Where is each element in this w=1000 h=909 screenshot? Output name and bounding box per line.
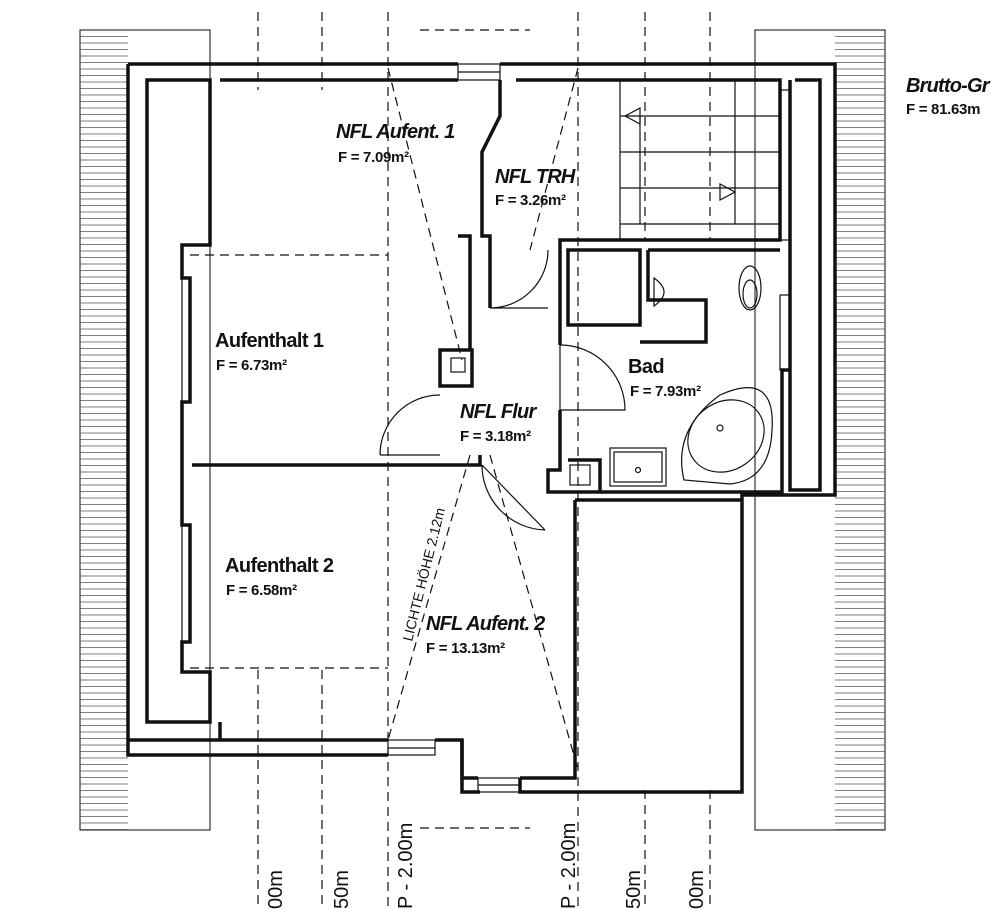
room-area: F = 3.26m² (495, 192, 566, 209)
room-area: F = 13.13m² (426, 640, 505, 657)
room-area: F = 6.58m² (226, 582, 297, 599)
dimension-label: P - 2.00m (395, 823, 417, 909)
room-aufenthalt-1: Aufenthalt 1 F = 6.73m² (215, 330, 324, 374)
dimension-label: 50m (331, 870, 353, 909)
dimension-grid-lines (190, 12, 711, 909)
dimension-label: 00m (265, 870, 287, 909)
summary-area: F = 81.63m (906, 101, 980, 118)
room-nfl-flur: NFL Flur F = 3.18m² (460, 401, 538, 445)
staircase (619, 79, 781, 241)
dimension-label: P - 2.00m (558, 823, 580, 909)
room-name: NFL Aufent. 2 (426, 613, 545, 635)
gross-area-summary: Brutto-Gr F = 81.63m (906, 75, 992, 118)
dimension-label: 50m (623, 870, 645, 909)
summary-title: Brutto-Gr (906, 75, 991, 97)
dimension-labels: 00m 50m P - 2.00m P - 2.00m 50m 00m (265, 823, 708, 909)
room-area: F = 6.73m² (216, 357, 287, 374)
room-bad: Bad F = 7.93m² (628, 356, 701, 400)
room-area: F = 7.93m² (630, 383, 701, 400)
room-name: NFL Aufent. 1 (336, 121, 455, 143)
room-nfl-trh: NFL TRH F = 3.26m² (495, 166, 577, 209)
room-nfl-aufent-1: NFL Aufent. 1 F = 7.09m² (336, 121, 456, 166)
room-name: NFL TRH (495, 166, 576, 188)
room-name: Bad (628, 356, 664, 378)
doors (379, 249, 626, 531)
bathroom-fixtures (609, 265, 773, 487)
roof-hatching (79, 29, 886, 831)
room-name: Aufenthalt 2 (225, 555, 334, 577)
room-aufenthalt-2: Aufenthalt 2 F = 6.58m² (225, 555, 334, 599)
dimension-label: 00m (686, 870, 708, 909)
room-name: NFL Flur (460, 401, 537, 423)
room-nfl-aufent-2: NFL Aufent. 2 F = 13.13m² (426, 613, 546, 657)
windows (181, 63, 791, 793)
room-name: Aufenthalt 1 (215, 330, 324, 352)
room-area: F = 3.18m² (460, 428, 531, 445)
room-area: F = 7.09m² (338, 149, 409, 166)
